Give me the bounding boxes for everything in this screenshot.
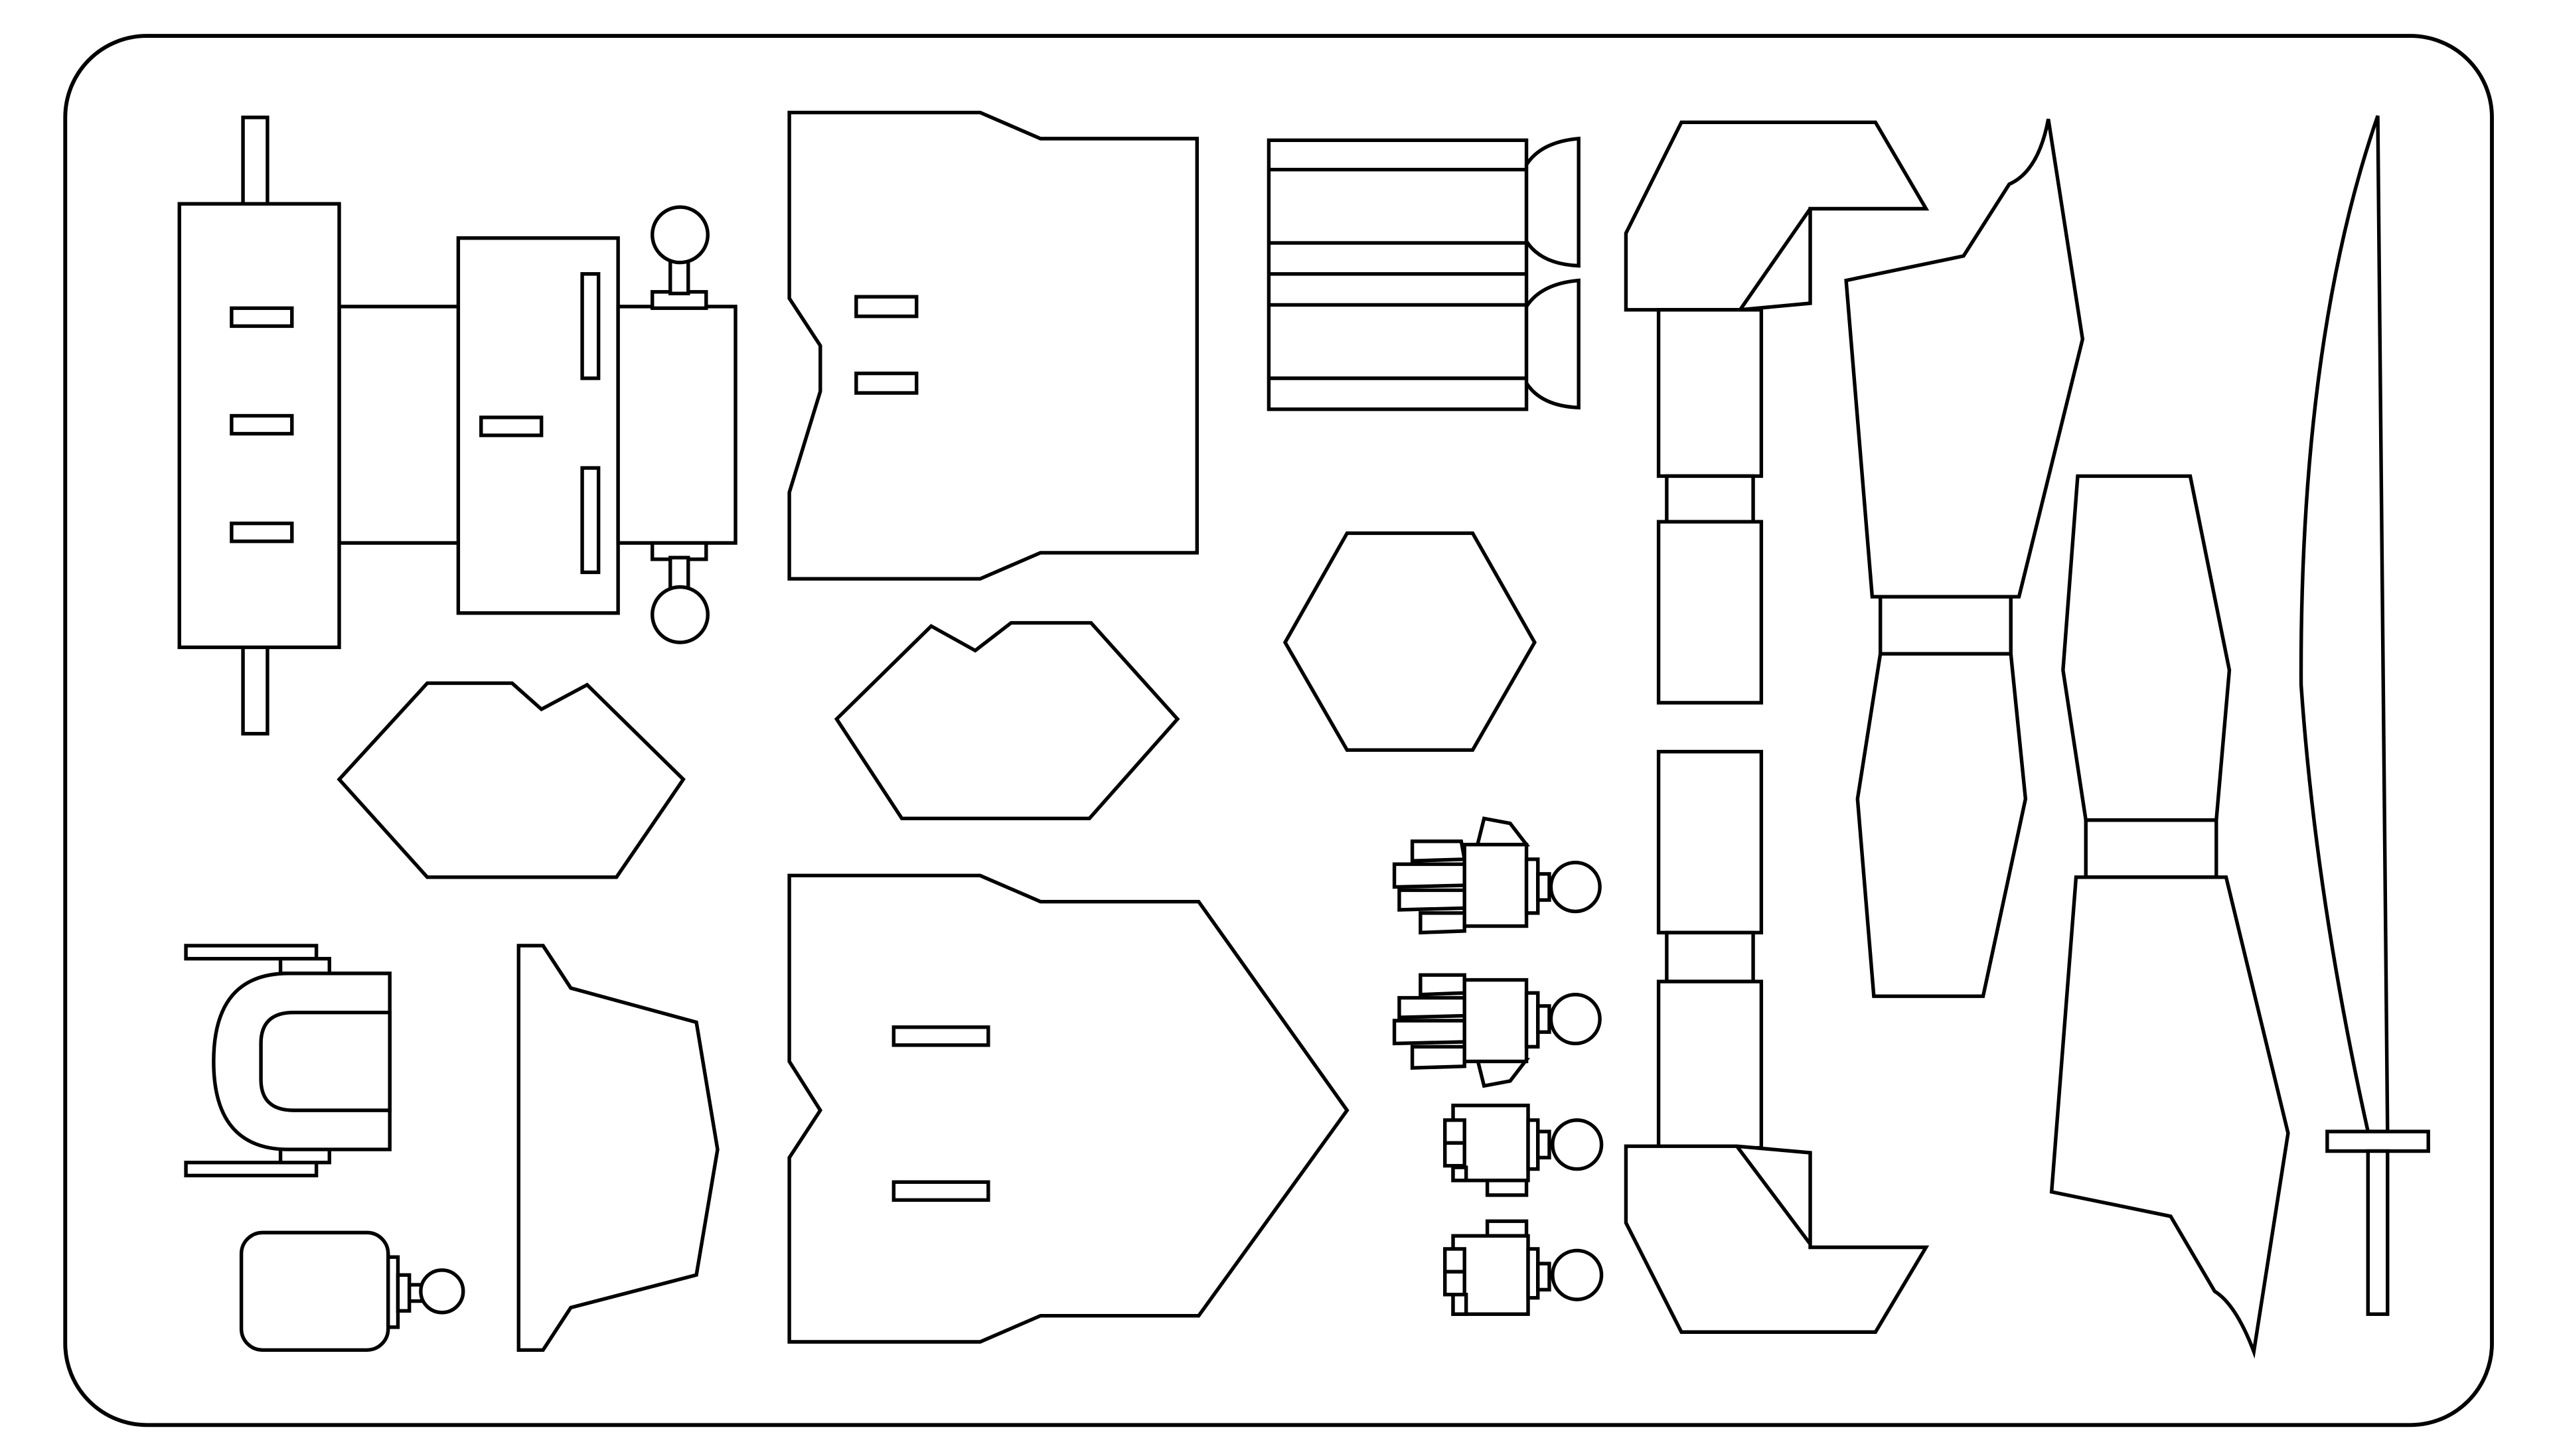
chest-panel-top [787,110,1199,581]
leg-lower-part [2049,474,2290,1359]
leg-upper-part [1844,118,2085,998]
sword-part [2299,115,2430,1316]
chest-panel-bottom [787,873,1350,1344]
skirt-panel [516,944,720,1352]
hand-left-open [1392,816,1602,935]
torso-part [177,115,737,736]
hand-right-open [1392,973,1602,1088]
head-part [184,944,392,1178]
hand-right-fist [1443,1219,1604,1316]
hand-left-fist [1443,1104,1604,1197]
backpack-part [1267,136,1581,411]
shoulder-plate-right [834,620,1180,821]
shoulder-plate-left [337,681,686,879]
waist-hexagon [1282,531,1537,752]
arm-lower-part [1624,749,1930,1334]
neck-joint-part [239,1230,465,1352]
arm-upper-part [1624,120,1930,705]
